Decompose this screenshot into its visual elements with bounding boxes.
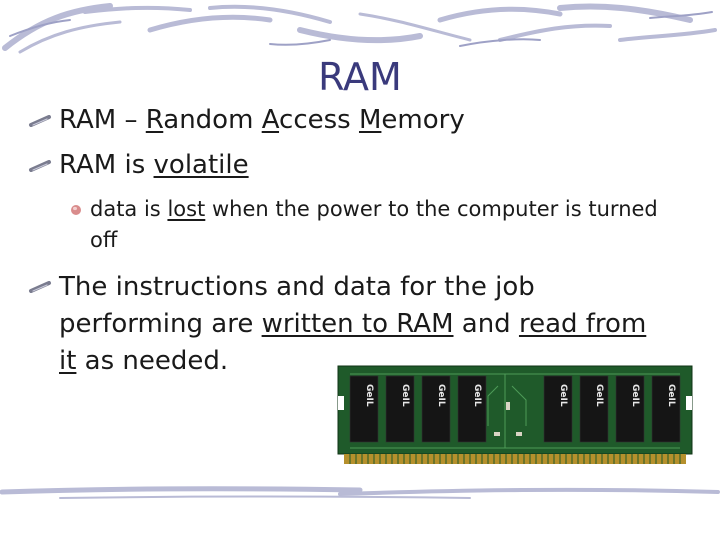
bullet-stroke-icon [29, 115, 51, 127]
sub-bullet-data-lost: data is lost when the power to the compu… [70, 194, 680, 256]
svg-text:GeIL: GeIL [666, 384, 676, 407]
svg-text:GeIL: GeIL [594, 384, 604, 407]
bullet-prefix: RAM – [59, 105, 146, 135]
svg-text:GeIL: GeIL [630, 384, 640, 407]
ram-module-image: GeIL GeIL GeIL GeIL GeIL GeIL GeIL GeIL [330, 356, 708, 472]
svg-text:GeIL: GeIL [364, 384, 374, 407]
word-memory: emory [381, 105, 465, 135]
slide-title: RAM [318, 55, 402, 99]
top-decoration [2, 3, 717, 54]
sub-bullet-suffix: when the power to the computer is turned… [90, 197, 658, 252]
bullet-prefix: RAM is [59, 150, 154, 180]
svg-text:GeIL: GeIL [472, 384, 482, 407]
bullet-instructions: The instructions and data for the job pe… [28, 269, 648, 380]
bullet-ram-volatile: RAM is volatile [28, 148, 249, 182]
svg-text:GeIL: GeIL [400, 384, 410, 407]
bullet-prefix: The instructions and data for the job pe… [59, 272, 535, 339]
bullet-stroke-icon [29, 281, 51, 293]
underlined-letter-r: R [145, 105, 164, 135]
bullet-middle: and [453, 309, 519, 339]
bullet-stroke-icon [29, 160, 51, 172]
svg-text:GeIL: GeIL [558, 384, 568, 407]
underlined-letter-m: M [358, 105, 382, 135]
bullet-text: RAM is volatile [59, 148, 249, 182]
written-to-ram-link[interactable]: written to RAM [261, 309, 454, 339]
lost-link[interactable]: lost [167, 197, 206, 221]
volatile-link[interactable]: volatile [153, 150, 249, 180]
word-random: andom [163, 105, 262, 135]
sub-bullet-prefix: data is [90, 197, 168, 221]
bottom-decoration [0, 486, 720, 499]
bullet-suffix: as needed. [76, 346, 229, 376]
sub-bullet-text: data is lost when the power to the compu… [90, 194, 680, 256]
bullet-text: The instructions and data for the job pe… [59, 269, 648, 380]
word-access: ccess [279, 105, 359, 135]
sub-bullet-dot-icon [71, 205, 81, 215]
read-from-it-link[interactable]: read from it [59, 309, 647, 376]
bullet-text: RAM – Random Access Memory [59, 103, 465, 137]
svg-text:GeIL: GeIL [436, 384, 446, 407]
bullet-ram-definition: RAM – Random Access Memory [28, 103, 465, 137]
underlined-letter-a: A [261, 105, 280, 135]
